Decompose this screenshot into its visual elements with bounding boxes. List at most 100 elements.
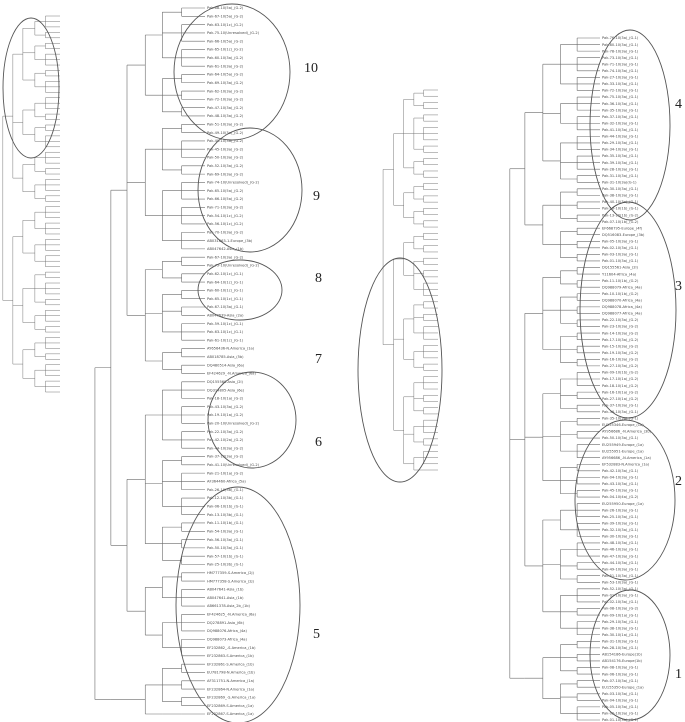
- leaf-label: Pak-50-10(3a)_(G-2): [207, 156, 244, 160]
- leaf-label: Pak-16-10(3a)_(G-2): [602, 358, 639, 362]
- cluster-6-outline: [207, 371, 297, 469]
- leaf-label: Pak-16-10(1a)_(G-2): [602, 390, 639, 394]
- leaf-label: DQ988076-Africa_(4a): [207, 629, 247, 633]
- leaf-label: Pak-07-10(1b)_(G-2): [602, 220, 639, 224]
- leaf-label: Pak-66-10(5a)_(G-2): [207, 39, 244, 43]
- leaf-label: Pak-18-10(1a)_(G-2): [602, 384, 639, 388]
- cluster-9-label: 9: [313, 189, 320, 204]
- leaf-label: Pak-41-10(3a)_(G-1): [602, 128, 639, 132]
- cluster-7-label: 7: [315, 352, 322, 367]
- leaf-label: DQ314805-Asia_(6e): [207, 388, 245, 392]
- leaf-label: Pak-41-10(Unresolved)_(G-2): [207, 463, 260, 467]
- leaf-label: Pak-52-10(3a)_(G-2): [207, 164, 244, 168]
- leaf-label: Pak-33-10(3a)_(G-1): [602, 82, 639, 86]
- leaf-label: Pak-19-10(3a)_(G-2): [602, 351, 639, 355]
- left-overview-tree: [2, 15, 60, 393]
- cluster-1-outline: [589, 589, 671, 721]
- leaf-label: Pak-10-10(1b)_(G-1): [602, 207, 639, 211]
- leaf-label: Pak-27-10(3a)_(G-2): [602, 364, 639, 368]
- leaf-label: Pak-04-10(3a)_(G-1): [602, 699, 639, 703]
- leaf-label: Pak-70-10(3a)_(G-2): [207, 230, 244, 234]
- leaf-label: Pak-48-10(3a)_(G-1): [602, 541, 639, 545]
- leaf-label: Pak-48-10(3a)_(G-2): [207, 114, 244, 118]
- cluster-4-label: 4: [675, 97, 682, 112]
- leaf-label: Pak-56-10(1c)_(G-2): [207, 222, 244, 226]
- leaf-label: Pak-71-10(3a)_(G-1): [602, 62, 639, 66]
- leaf-label: Pak-49-10(3a)_(G-1): [602, 567, 639, 571]
- leaf-label: Pak-72-10(3a)_(G-2): [207, 98, 244, 102]
- leaf-label: Pak-25-10(3a)_(G-1): [602, 515, 639, 519]
- leaf-label: Pak-30-10(3a)_(G-1): [602, 187, 639, 191]
- leaf-label: Pak-29-10(3a)_(G-1): [602, 620, 639, 624]
- overview-highlight-ellipse-left: [2, 17, 60, 159]
- cluster-5-label: 5: [313, 627, 320, 642]
- leaf-label: EF668795-Europe_(4f): [602, 226, 643, 230]
- leaf-label: Pak-43-10(3a)_(G-2): [207, 405, 244, 409]
- leaf-label: Pak-15-10(3a)_(G-2): [602, 344, 639, 348]
- leaf-label: Pak-52-10(3a)_(G-1): [602, 587, 639, 591]
- leaf-label: DQ480514-Asia_(6a): [207, 363, 245, 367]
- cluster-2-label: 2: [675, 474, 682, 489]
- leaf-label: Pak-06-10(1b)_(G-1): [207, 505, 244, 509]
- leaf-label: Pak-36-10(3a)_(G-1): [602, 410, 639, 414]
- overview-highlight-ellipse-right: [357, 257, 443, 483]
- leaf-label: Pak-74-10(3a)_(G-1): [602, 69, 639, 73]
- leaf-label: Pak-74-10(Unresolved)_(G-2): [207, 181, 260, 185]
- leaf-label: Pak-28-10(3a)_(G-1): [602, 167, 639, 171]
- leaf-label: Pak-67-10(5a)_(G-2): [207, 15, 244, 19]
- leaf-label: EF232862_-S.America_(1b): [207, 646, 256, 650]
- leaf-label: Pak-66-10(5a)_(G-2): [207, 197, 244, 201]
- leaf-label: Pak-17-10(1a)_(G-2): [602, 377, 639, 381]
- leaf-label: Pak-30-10(1a)_(G-1): [602, 633, 639, 637]
- leaf-label: Pak-37-10(3a)_(G-2): [207, 455, 244, 459]
- leaf-label: Pak-42-10(3a)_(G-1): [602, 469, 639, 473]
- leaf-label: Pak-61-10(3a)_(G-2): [207, 64, 244, 68]
- leaf-label: Pak-44-10(3a)_(G-1): [602, 135, 639, 139]
- leaf-label: Pak-47-10(3a)_(G-1): [602, 554, 639, 558]
- leaf-label: Pak-54-10(3a)_(G-1): [207, 529, 244, 533]
- leaf-label: Pak-04-10(3a)_(G-1): [602, 476, 639, 480]
- leaf-label: EF232869_-S.America_(1a): [207, 696, 256, 700]
- leaf-label: DQ988077-Africa_(4a): [602, 312, 642, 316]
- leaf-label: Pak-54-10(1c)_(G-2): [207, 214, 244, 218]
- leaf-label: Pak-59-10(1c)_(G-1): [207, 322, 244, 326]
- leaf-label: Pak-20-10(Unresolved)_(G-2): [207, 421, 260, 425]
- leaf-label: Pak-62-10(3a)_(G-2): [207, 89, 244, 93]
- left-cluster-outlines: [2, 3, 303, 722]
- leaf-label: Pak-39-10(3a)_(G-1): [602, 521, 639, 525]
- leaf-label: Pak-61-10(1c)_(G-1): [207, 338, 244, 342]
- leaf-label: Pak-40-10(3a)_(G-1): [602, 200, 639, 204]
- leaf-label: Pak-64-10(5a)_(G-2): [207, 73, 244, 77]
- leaf-label: Pak-05-10(3a)_(G-1): [602, 239, 639, 243]
- cluster-8-label: 8: [315, 271, 322, 286]
- leaf-label: Pak-38-10(3a)_(G-1): [602, 194, 639, 198]
- leaf-label: Pak-60-10(3a)_(G-2): [207, 56, 244, 60]
- leaf-label: Pak-44-10(3a)_(G-1): [602, 561, 639, 565]
- leaf-label: Pak-14-10(3a)_(G-2): [602, 331, 639, 335]
- leaf-label: Pak-75-10(Unresolved)_(G-2): [207, 264, 260, 268]
- leaf-label: Pak-26-10(3b)_(G-1): [207, 488, 244, 492]
- leaf-label: Pak-75-10(3a)_(G-1): [602, 95, 639, 99]
- leaf-label: Pak-08-10(3a)_(G-2): [602, 607, 639, 611]
- leaf-label: Pak-01-10(3a)_(G-1): [602, 259, 639, 263]
- leaf-label: Pak-37-10(3a)_(G-1): [602, 115, 639, 119]
- leaf-label: Pak-32-10(3a)_(G-1): [602, 528, 639, 532]
- cluster-10-outline: [173, 3, 291, 141]
- leaf-label: Pak-50-10(3a)_(G-1): [602, 436, 639, 440]
- leaf-label: Pak-65-10(1c)_(G-2): [207, 48, 244, 52]
- leaf-label: Pak-12-10(3b)_(G-1): [207, 496, 244, 500]
- leaf-label: Pak-62-10(1c)_(G-1): [207, 272, 244, 276]
- leaf-label: Pak-51-10(3a)_(G-1): [602, 574, 639, 578]
- leaf-label: AB018785-Asia_(5b): [207, 355, 244, 359]
- leaf-label: Pak-03-10(3a)_(G-1): [602, 253, 639, 257]
- leaf-label: EF424629_-N.America_(6a): [207, 372, 256, 376]
- leaf-label: DQ516083-Europe_(3b): [602, 233, 645, 237]
- leaf-label: Pak-80-10(3a)_(G-1): [602, 43, 639, 47]
- leaf-label: Pak-02-10(3a)_(G-1): [602, 246, 639, 250]
- leaf-label: EF232863-S.America_(1b): [207, 654, 254, 658]
- leaf-label: Pak-36-10(3a)_(G-1): [602, 102, 639, 106]
- leaf-label: Pak-31-10(3a)_(G-1): [602, 174, 639, 178]
- leaf-label: Pak-42-10(2a)_(G-2): [207, 438, 244, 442]
- leaf-label: AY956686_-N.America_(3b): [602, 430, 652, 434]
- leaf-label: Pak-02-10(3a)_(G-1): [602, 600, 639, 604]
